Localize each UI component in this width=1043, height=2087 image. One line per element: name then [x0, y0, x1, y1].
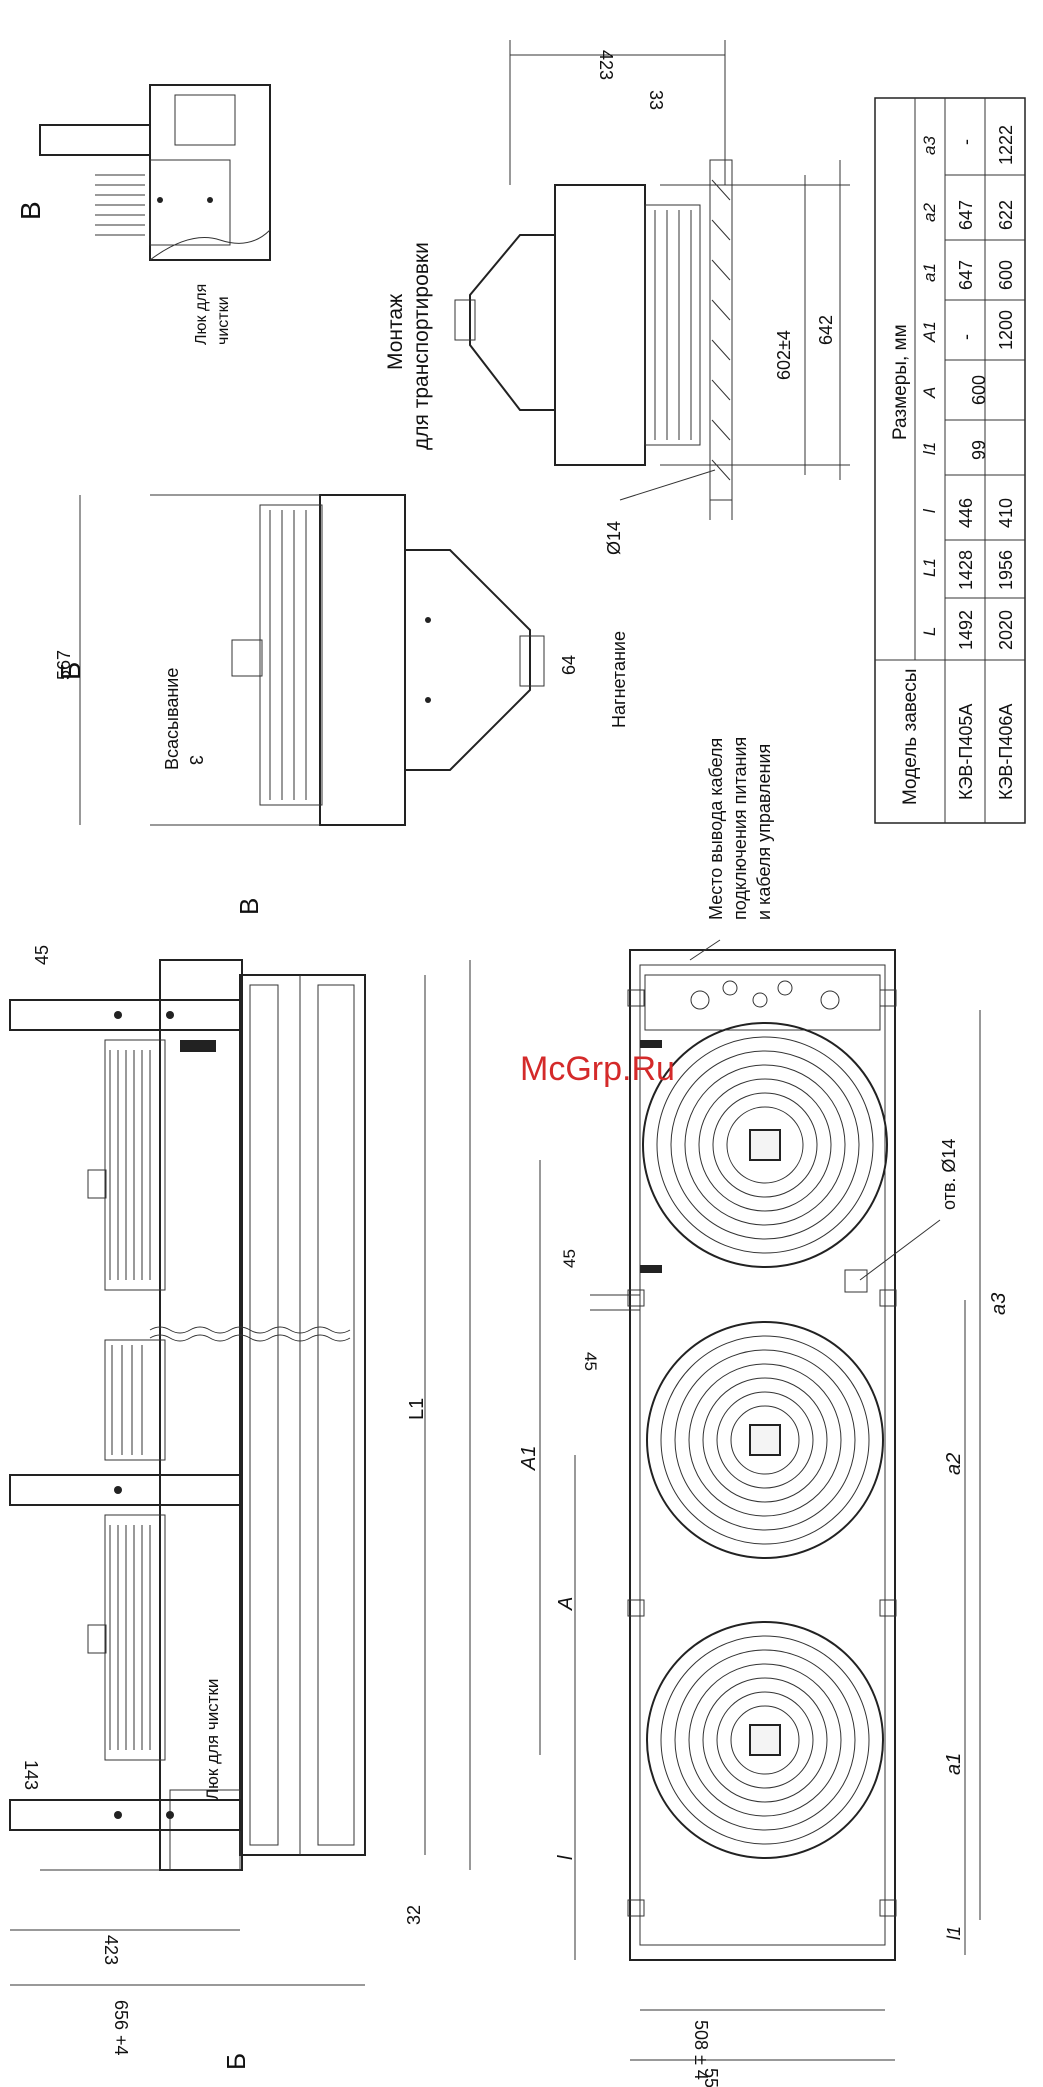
- dim-553: 553: [701, 2068, 721, 2087]
- table-col-model: Модель завесы: [900, 669, 921, 805]
- bracket-middle: [9, 1474, 241, 1506]
- table-cell: -: [956, 334, 976, 340]
- view-b-body: [319, 494, 406, 826]
- hatch-full-label: Люк для чистки: [203, 1679, 222, 1800]
- side-fan-grille-2: [104, 1339, 166, 1461]
- table-header: l: [920, 508, 939, 513]
- dim-a3: a3: [988, 1293, 1010, 1315]
- watermark: McGrp.Ru: [520, 1050, 675, 1088]
- dim-64: 64: [559, 655, 579, 675]
- table-header: L: [920, 627, 939, 636]
- table-header: L1: [920, 558, 939, 577]
- arrow-v-label: В: [234, 898, 264, 915]
- table-header: a1: [920, 263, 939, 282]
- dim-508: 508 ± 4: [691, 2020, 711, 2080]
- table-cell: 647: [956, 200, 976, 230]
- side-fan-grille-1: [87, 1039, 166, 1291]
- cable-label-3: и кабеля управления: [754, 744, 774, 920]
- view-v: [39, 84, 271, 261]
- dim-14: Ø14: [604, 521, 624, 555]
- table-header: a2: [920, 203, 939, 222]
- dim-L1: L1: [406, 1398, 428, 1420]
- dim-A1: A1: [518, 1446, 540, 1471]
- mounting-label-2: для транспортировки: [410, 242, 433, 450]
- table-cell: 622: [996, 200, 1016, 230]
- table-cell: 410: [996, 498, 1016, 528]
- fan-3: [646, 1621, 884, 1859]
- side-view: [9, 959, 471, 1986]
- mounting-view: [454, 40, 850, 520]
- dim-l1: l1: [944, 1926, 964, 1940]
- table-header: A1: [920, 321, 939, 343]
- table-row-1: КЭВ-П405А 1492 1428 446 99 600 - 647 647…: [956, 139, 989, 800]
- dim-642: 642: [816, 315, 836, 345]
- table-cell: 1428: [956, 550, 976, 590]
- table-cell: 600: [996, 260, 1016, 290]
- table-cell: -: [956, 139, 976, 145]
- dim-a1: a1: [943, 1753, 965, 1775]
- dim-l: l: [555, 1855, 577, 1860]
- front-view: [539, 939, 981, 2061]
- table-header: l1: [920, 442, 939, 455]
- view-v-label: В: [15, 201, 46, 220]
- table-cell: 1222: [996, 125, 1016, 165]
- fan-2: [646, 1321, 884, 1559]
- table-cell: 2020: [996, 610, 1016, 650]
- dim-33: 33: [646, 90, 666, 110]
- table-header: a3: [920, 136, 939, 155]
- bracket-top: [9, 999, 241, 1031]
- dim-423-top: 423: [596, 50, 616, 80]
- dim-656: 656 +4: [111, 2000, 131, 2056]
- table-cell: 647: [956, 260, 976, 290]
- side-fan-grille-3: [87, 1514, 166, 1761]
- side-housing-strip-2: [317, 984, 355, 1846]
- fan-1: [642, 1022, 888, 1268]
- dim-45-a: 45: [560, 1249, 579, 1268]
- view-b: [79, 494, 545, 826]
- suction-label: Всасывание: [162, 668, 182, 770]
- table-cell-model: КЭВ-П406А: [996, 704, 1016, 800]
- dim-567: 567: [54, 650, 74, 680]
- hatch-label-1: Люк для: [193, 284, 210, 345]
- dim-3: 3: [186, 755, 206, 765]
- dim-602: 602±4: [774, 330, 794, 380]
- cable-label-1: Место вывода кабеля: [706, 738, 726, 920]
- hole-label: отв. Ø14: [939, 1139, 959, 1210]
- dim-45-side: 45: [32, 945, 52, 965]
- table-headers: L L1 l l1 A A1 a1 a2 a3: [920, 136, 939, 636]
- table-cell: 600: [969, 375, 989, 405]
- table-col-sizes: Размеры, мм: [890, 324, 911, 440]
- side-housing-strip-1: [249, 984, 279, 1846]
- table-cell: 1956: [996, 550, 1016, 590]
- view-b-label: Б: [55, 662, 86, 680]
- dimensions-table: [874, 97, 1026, 824]
- dim-45-b: 45: [581, 1352, 600, 1371]
- dim-143: 143: [21, 1760, 41, 1790]
- arrow-b-label: Б: [221, 2053, 251, 2070]
- table-cell: 446: [956, 498, 976, 528]
- table-cell-model: КЭВ-П405А: [956, 704, 976, 800]
- table-cell: 1492: [956, 610, 976, 650]
- table-row-2: КЭВ-П406А 2020 1956 410 1200 600 622 122…: [996, 125, 1016, 800]
- dim-32: 32: [404, 1905, 424, 1925]
- bracket-bottom: [9, 1799, 241, 1831]
- hatch-label-2: чистки: [215, 296, 232, 345]
- cable-label-2: подключения питания: [730, 737, 750, 920]
- mounting-label-1: Монтаж: [384, 294, 407, 370]
- dim-a2: a2: [943, 1453, 965, 1475]
- dim-423-side: 423: [101, 1935, 121, 1965]
- dim-A: A: [555, 1597, 577, 1611]
- front-housing: [629, 949, 896, 1961]
- side-housing-front: [239, 974, 366, 1856]
- table-cell: 1200: [996, 310, 1016, 350]
- table-header: A: [920, 387, 939, 399]
- table-cell: 99: [969, 440, 989, 460]
- discharge-label: Нагнетание: [609, 631, 629, 728]
